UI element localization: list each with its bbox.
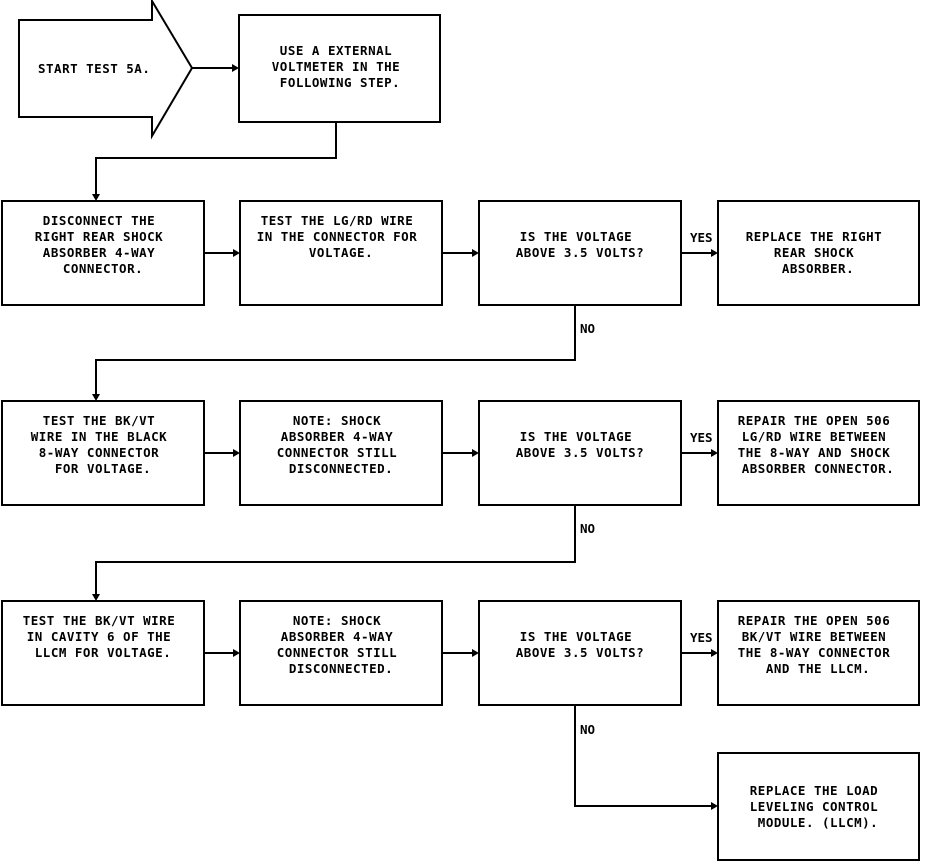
box-question-1-text: IS THE VOLTAGE ABOVE 3.5 VOLTS? xyxy=(516,229,644,260)
box-test-bk-vt-llcm-text: TEST THE BK/VT WIRE IN CAVITY 6 OF THE L… xyxy=(23,613,184,660)
box-note-1-text: NOTE: SHOCK ABSORBER 4-WAY CONNECTOR STI… xyxy=(277,413,405,476)
box-question-2-text: IS THE VOLTAGE ABOVE 3.5 VOLTS? xyxy=(516,429,644,460)
box-repair-lg-rd-text: REPAIR THE OPEN 506 LG/RD WIRE BETWEEN T… xyxy=(738,413,899,476)
box-test-lg-rd: TEST THE LG/RD WIRE IN THE CONNECTOR FOR… xyxy=(239,200,443,306)
box-test-bk-vt-black-text: TEST THE BK/VT WIRE IN THE BLACK 8-WAY C… xyxy=(31,413,175,476)
box-repair-lg-rd: REPAIR THE OPEN 506 LG/RD WIRE BETWEEN T… xyxy=(717,400,920,506)
box-question-3-text: IS THE VOLTAGE ABOVE 3.5 VOLTS? xyxy=(516,629,644,660)
yes-label-3: YES xyxy=(690,630,713,645)
box-repair-bk-vt: REPAIR THE OPEN 506 BK/VT WIRE BETWEEN T… xyxy=(717,600,920,706)
box-replace-shock: REPLACE THE RIGHT REAR SHOCK ABSORBER. xyxy=(717,200,920,306)
box-note-2: NOTE: SHOCK ABSORBER 4-WAY CONNECTOR STI… xyxy=(239,600,443,706)
box-disconnect-text: DISCONNECT THE RIGHT REAR SHOCK ABSORBER… xyxy=(35,213,171,276)
box-question-3: IS THE VOLTAGE ABOVE 3.5 VOLTS? xyxy=(478,600,682,706)
box-note-2-text: NOTE: SHOCK ABSORBER 4-WAY CONNECTOR STI… xyxy=(277,613,405,676)
box-disconnect: DISCONNECT THE RIGHT REAR SHOCK ABSORBER… xyxy=(1,200,205,306)
no-label-3: NO xyxy=(580,722,595,737)
box-repair-bk-vt-text: REPAIR THE OPEN 506 BK/VT WIRE BETWEEN T… xyxy=(738,613,899,676)
box-test-lg-rd-text: TEST THE LG/RD WIRE IN THE CONNECTOR FOR… xyxy=(257,213,426,260)
box-replace-llcm: REPLACE THE LOAD LEVELING CONTROL MODULE… xyxy=(717,752,920,861)
box-replace-shock-text: REPLACE THE RIGHT REAR SHOCK ABSORBER. xyxy=(746,229,890,276)
connectors xyxy=(92,64,718,810)
start-shape xyxy=(18,0,194,140)
yes-label-2: YES xyxy=(690,430,713,445)
no-label-2: NO xyxy=(580,521,595,536)
start-label: START TEST 5A. xyxy=(38,61,150,76)
box-test-bk-vt-black: TEST THE BK/VT WIRE IN THE BLACK 8-WAY C… xyxy=(1,400,205,506)
yes-label-1: YES xyxy=(690,230,713,245)
box-test-bk-vt-llcm: TEST THE BK/VT WIRE IN CAVITY 6 OF THE L… xyxy=(1,600,205,706)
box-note-1: NOTE: SHOCK ABSORBER 4-WAY CONNECTOR STI… xyxy=(239,400,443,506)
box-use-voltmeter-text: USE A EXTERNAL VOLTMETER IN THE FOLLOWIN… xyxy=(272,43,408,90)
box-question-1: IS THE VOLTAGE ABOVE 3.5 VOLTS? xyxy=(478,200,682,306)
box-question-2: IS THE VOLTAGE ABOVE 3.5 VOLTS? xyxy=(478,400,682,506)
no-label-1: NO xyxy=(580,321,595,336)
box-replace-llcm-text: REPLACE THE LOAD LEVELING CONTROL MODULE… xyxy=(750,783,886,830)
box-use-voltmeter: USE A EXTERNAL VOLTMETER IN THE FOLLOWIN… xyxy=(238,14,441,123)
